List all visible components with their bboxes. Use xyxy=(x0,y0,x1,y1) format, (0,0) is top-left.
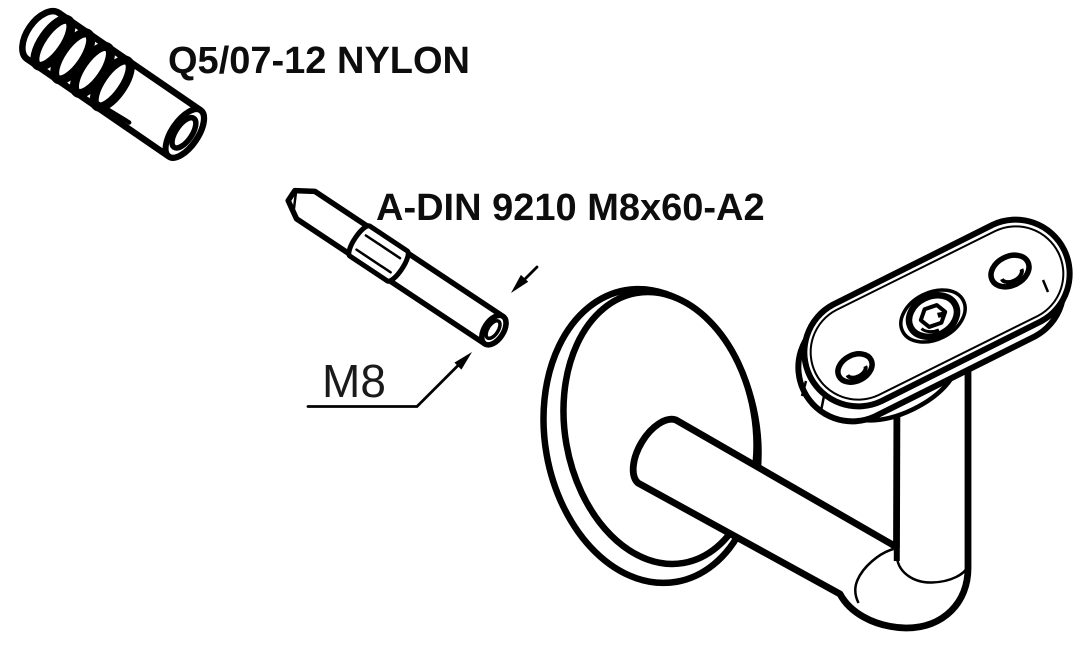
stud-tip-facet-line xyxy=(292,191,298,212)
anchor-bore-hole xyxy=(169,114,199,151)
collar-flat-line xyxy=(364,234,402,260)
handrail-bracket-drawing xyxy=(540,216,1073,632)
thread-dimension-label: M8 xyxy=(322,355,386,407)
elbow-seam-post xyxy=(895,557,970,584)
nylon-anchor-drawing xyxy=(19,8,208,161)
rim-tick xyxy=(1041,279,1050,293)
collar-flat-line xyxy=(355,248,392,274)
stud-end-chamfer xyxy=(484,319,502,341)
m8-dimension-callout xyxy=(306,265,539,408)
hex-socket-mark xyxy=(937,311,945,318)
threaded-stud-drawing xyxy=(285,187,509,348)
saddle-hole-left xyxy=(835,351,875,385)
stud-center-collar xyxy=(346,223,411,284)
stud-label: A-DIN 9210 M8x60-A2 xyxy=(376,187,765,229)
hex-socket xyxy=(918,303,948,329)
m8-arrowhead-lower xyxy=(454,352,472,370)
bracket-arm-and-post xyxy=(629,354,972,632)
m8-extension-line xyxy=(521,265,539,283)
saddle-plate-chamfer-line xyxy=(809,225,1065,401)
screw-head-shadow-arc xyxy=(920,327,940,334)
saddle-hole-right xyxy=(988,252,1032,290)
anchor-label: Q5/07-12 NYLON xyxy=(168,40,470,82)
m8-arrowhead-upper xyxy=(511,274,529,293)
anchor-slit-line xyxy=(96,101,132,125)
elbow-seam-arm xyxy=(854,547,894,604)
saddle-center-screw xyxy=(899,288,967,344)
rim-tick xyxy=(800,380,808,397)
anchor-rib xyxy=(89,55,135,112)
m8-leader-line xyxy=(306,364,460,408)
rim-tick xyxy=(819,395,826,412)
